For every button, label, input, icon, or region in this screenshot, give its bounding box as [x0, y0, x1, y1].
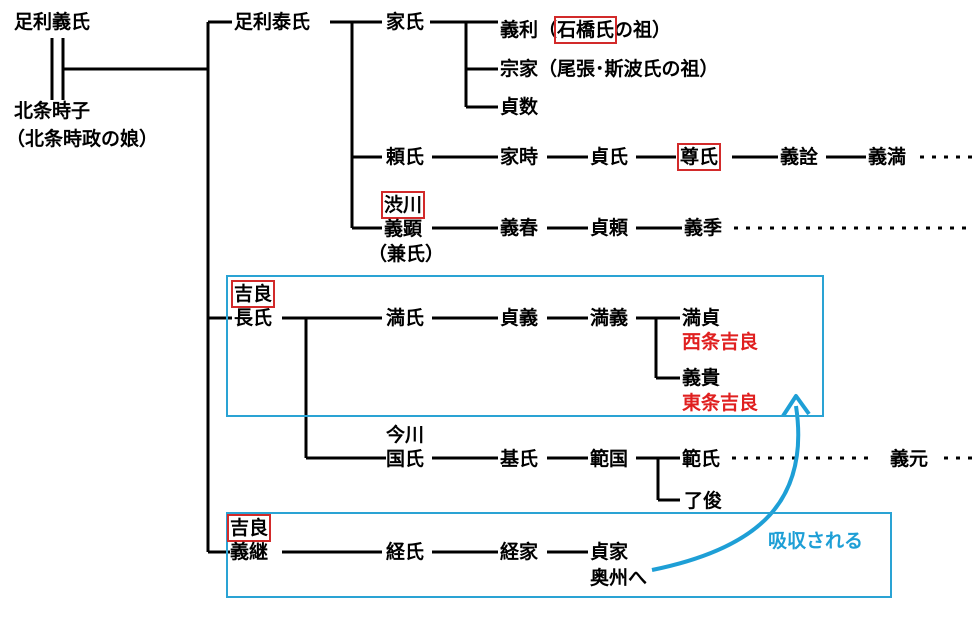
tsuneie: 経家 — [500, 541, 539, 563]
kira-clan-label-yoshitsugu: 吉良 — [226, 514, 272, 542]
sadauji: 貞氏 — [590, 146, 629, 168]
yoshiaki: 義顕 — [384, 218, 423, 240]
absorbed-label: 吸収される — [768, 530, 864, 552]
ashikaga-yasuuji: 足利泰氏 — [234, 11, 311, 33]
oshu-note: 奥州へ — [590, 567, 648, 589]
yoshisue: 義季 — [684, 217, 723, 239]
sadakazu: 貞数 — [500, 96, 539, 118]
imagawa-clan-label: 今川 — [386, 424, 425, 446]
hojo-tokiko: 北条時子 — [14, 100, 91, 122]
mitsusada: 満貞 — [682, 307, 721, 329]
noriuji: 範氏 — [682, 448, 721, 470]
kira-yoshitsugu-group — [226, 512, 892, 598]
yoshimoto: 義元 — [890, 448, 929, 470]
ishibashi-clan-label: 石橋氏 — [554, 16, 618, 44]
yoshitaka: 義貴 — [682, 367, 721, 389]
sadaie: 貞家 — [590, 541, 629, 563]
motouji: 基氏 — [500, 448, 539, 470]
yoshitoshi-suffix: の祖） — [614, 19, 672, 41]
kaneuji: （兼氏） — [368, 243, 445, 265]
takauji: 尊氏 — [676, 143, 722, 171]
hojo-tokiko-note: （北条時政の娘） — [6, 128, 159, 150]
osauji: 長氏 — [234, 307, 273, 329]
saijo-kira-label: 西条吉良 — [682, 331, 759, 353]
sadayoshi: 貞義 — [500, 307, 539, 329]
sadayori: 貞頼 — [590, 217, 629, 239]
mitsuuji: 満氏 — [386, 307, 425, 329]
shibukawa-clan-label: 渋川 — [380, 191, 426, 219]
kira-clan-label-osauji: 吉良 — [230, 280, 276, 308]
tojo-kira-label: 東条吉良 — [682, 392, 759, 414]
ieuji: 家氏 — [386, 11, 425, 33]
muneie: 宗家（尾張･斯波氏の祖） — [500, 58, 719, 80]
yoshimitsu: 義満 — [868, 146, 907, 168]
kuniuji: 国氏 — [386, 448, 425, 470]
mitsuyoshi: 満義 — [590, 307, 629, 329]
yoshitsugu: 義継 — [230, 541, 269, 563]
norikuni: 範国 — [590, 448, 629, 470]
yoshitoshi-name: 義利（ — [500, 19, 558, 41]
yoshitoshi: 義利（石橋氏の祖） — [500, 16, 672, 44]
yoshiharu: 義春 — [500, 217, 539, 239]
yoriuji: 頼氏 — [386, 146, 425, 168]
ryoshun: 了俊 — [684, 490, 723, 512]
kira-osauji-group — [226, 275, 824, 417]
yoshiakira: 義詮 — [780, 146, 819, 168]
ietoki: 家時 — [500, 146, 539, 168]
tsuneuji: 経氏 — [386, 541, 425, 563]
ashikaga-yoshiuji: 足利義氏 — [14, 11, 91, 33]
